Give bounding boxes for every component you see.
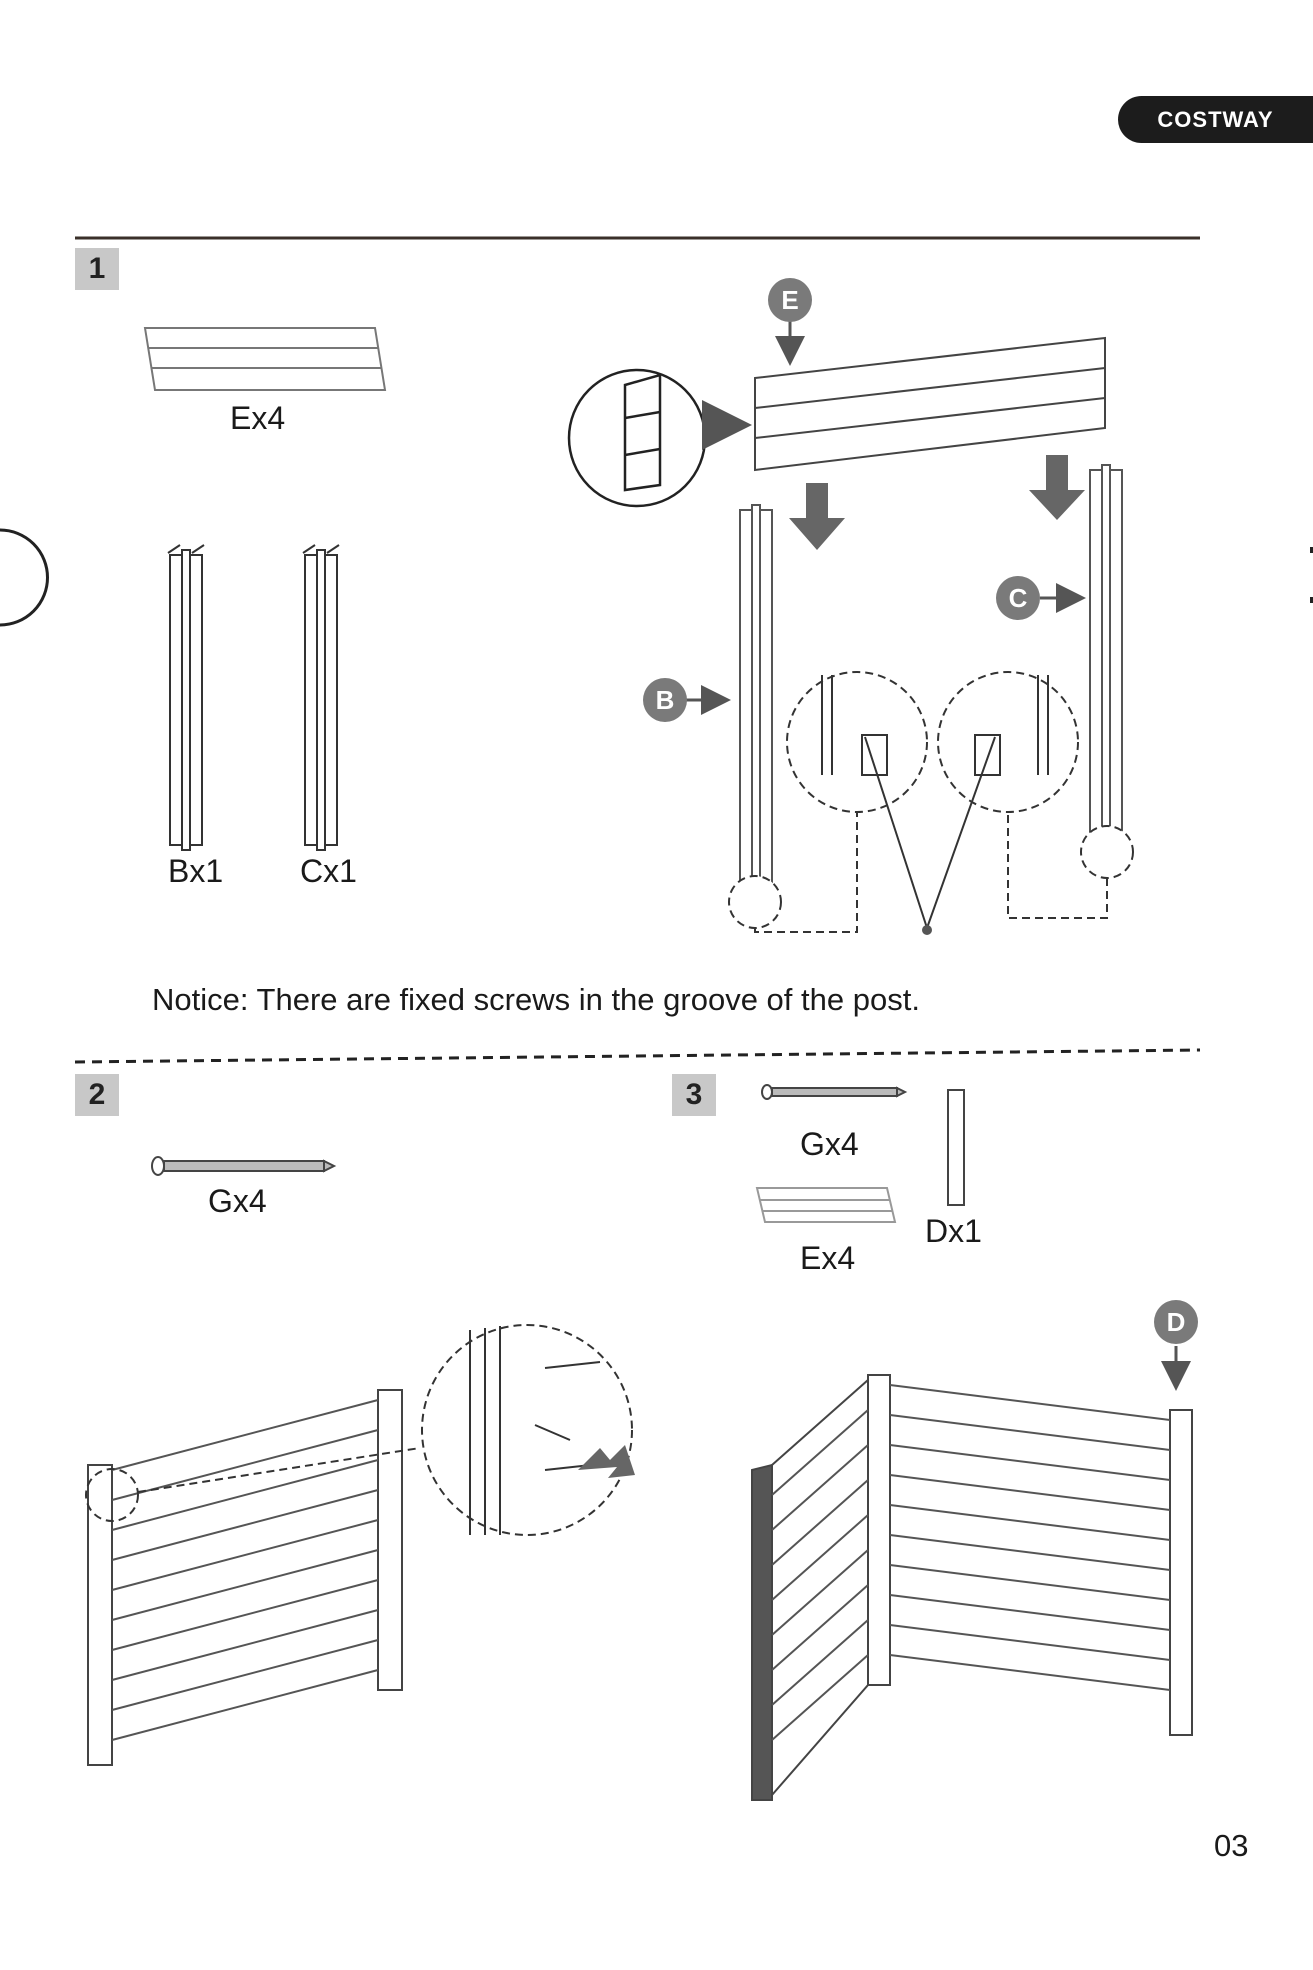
step3-part-d-label: Dx1 [925,1213,982,1250]
part-b-post [168,545,204,850]
part-e-board-step3 [757,1188,895,1222]
part-d-post [948,1090,964,1205]
part-c-label: Cx1 [300,853,357,890]
step-3-badge: 3 [672,1074,716,1116]
callout-b: B [643,678,687,722]
section-divider [75,1050,1200,1062]
step2-part-g-label: Gx4 [208,1183,267,1220]
callout-e: E [768,278,812,322]
notice-text: Notice: There are fixed screws in the gr… [152,982,920,1018]
step3-part-g-label: Gx4 [800,1126,859,1163]
down-arrows [789,455,1085,550]
edge-mark-left [0,530,48,625]
fence-panel-step2 [88,1390,402,1765]
callout-c: C [996,576,1040,620]
step3-part-e-label: Ex4 [800,1240,855,1277]
step-2-badge: 2 [75,1074,119,1116]
corner-fence-step3 [752,1375,1192,1800]
screw-detail-zoom [422,1325,632,1535]
part-b-label: Bx1 [168,853,223,890]
board-edge-zoom [569,370,705,506]
screw-g-step3 [762,1085,905,1099]
groove-detail-circles [729,672,1133,928]
callout-d: D [1154,1300,1198,1344]
board-e-large [755,338,1105,470]
step-1-badge: 1 [75,248,119,290]
part-e-board [145,328,385,390]
assembly-post-c [1090,465,1122,875]
assembly-post-b [740,505,772,915]
part-e-label: Ex4 [230,400,285,437]
page-number: 03 [1214,1828,1248,1864]
screw-g-step2 [152,1157,334,1175]
brand-logo: COSTWAY [1118,96,1313,143]
part-c-post [303,545,339,850]
